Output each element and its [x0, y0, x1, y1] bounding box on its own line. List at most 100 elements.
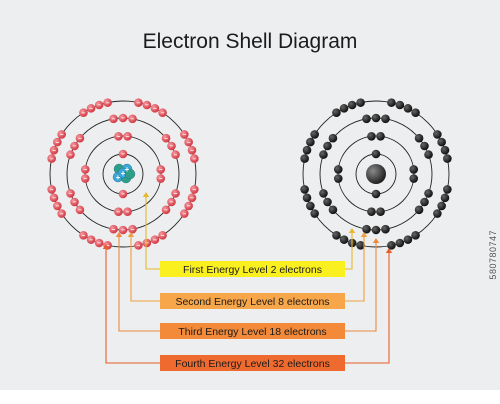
electron	[411, 231, 420, 240]
connector-left-4	[102, 244, 160, 364]
electron	[53, 201, 62, 211]
electron	[75, 133, 85, 143]
electron	[161, 205, 171, 215]
svg-text:−: −	[174, 152, 178, 159]
electron	[150, 104, 160, 113]
electron	[440, 193, 450, 203]
electron	[347, 100, 357, 110]
electron	[387, 98, 396, 107]
svg-text:−: −	[159, 176, 163, 183]
electron	[362, 114, 371, 124]
svg-text:−: −	[78, 207, 82, 214]
svg-text:−: −	[97, 240, 101, 247]
svg-text:−: −	[82, 110, 86, 117]
svg-text:−: −	[83, 176, 87, 183]
electron	[150, 235, 160, 244]
svg-text:−: −	[97, 102, 101, 109]
electron	[156, 174, 166, 183]
svg-text:−: −	[60, 211, 64, 218]
left-atom-model: +++−−−−−−−−−−−−−−−−−−−−−−−−−−−−−−−−−−−−−…	[47, 98, 199, 250]
electron	[443, 154, 452, 163]
electron	[86, 104, 96, 113]
electron	[134, 98, 143, 107]
svg-text:−: −	[73, 199, 77, 206]
electron	[158, 231, 167, 240]
electron	[167, 141, 176, 151]
electron	[443, 185, 452, 194]
svg-text:−: −	[170, 143, 174, 150]
nucleus: +++	[112, 163, 136, 184]
electron	[440, 145, 450, 155]
electron	[66, 189, 75, 198]
electron	[134, 241, 143, 250]
electron	[420, 141, 429, 151]
electron	[356, 241, 365, 250]
svg-text:+: +	[116, 173, 121, 182]
svg-text:−: −	[82, 233, 86, 240]
electron	[118, 149, 128, 159]
svg-text:−: −	[159, 167, 163, 174]
right-atom-model	[300, 98, 452, 250]
svg-text:−: −	[117, 209, 121, 216]
electron	[433, 130, 442, 139]
svg-text:−: −	[164, 207, 168, 214]
electron	[128, 224, 137, 234]
electron	[114, 131, 123, 141]
svg-text:−: −	[182, 211, 186, 218]
electron	[128, 114, 137, 124]
electron	[403, 235, 413, 244]
svg-text:+: +	[125, 165, 130, 174]
footer-bar	[0, 390, 500, 404]
electron	[371, 149, 381, 159]
electron	[333, 165, 343, 174]
svg-text:−: −	[52, 195, 56, 202]
electron	[411, 108, 420, 117]
svg-text:−: −	[153, 237, 157, 244]
electron	[323, 141, 332, 151]
electron	[80, 165, 90, 174]
electron	[403, 104, 413, 113]
electron	[371, 113, 381, 123]
electron	[184, 137, 193, 147]
electron	[362, 224, 371, 234]
electron	[94, 238, 104, 248]
electron	[161, 133, 171, 143]
svg-text:−: −	[145, 240, 149, 247]
electron	[47, 154, 56, 163]
electron	[414, 205, 424, 215]
svg-text:−: −	[117, 133, 121, 140]
electron	[356, 98, 365, 107]
electron	[171, 189, 180, 198]
svg-text:−: −	[187, 203, 191, 210]
electron	[339, 104, 349, 113]
electron	[180, 209, 189, 218]
electron	[371, 225, 381, 235]
electron	[319, 150, 328, 159]
electron	[142, 100, 152, 110]
svg-text:−: −	[55, 139, 59, 146]
electron	[123, 207, 132, 217]
electron	[381, 224, 390, 234]
electron	[306, 137, 315, 147]
svg-text:−: −	[182, 132, 186, 139]
electron	[118, 189, 128, 199]
svg-text:−: −	[121, 191, 125, 198]
orbit-shell-2	[337, 135, 415, 213]
electron	[103, 98, 112, 107]
label-text-level-2: Second Energy Level 8 electrons	[175, 296, 329, 308]
electron	[70, 141, 79, 151]
electron	[310, 130, 319, 139]
electron	[190, 154, 199, 163]
svg-text:−: −	[69, 152, 73, 159]
label-connector-arrows	[102, 192, 393, 364]
svg-text:−: −	[121, 151, 125, 158]
electron	[367, 131, 376, 141]
page-title: Electron Shell Diagram	[142, 30, 358, 53]
svg-text:−: −	[69, 191, 73, 198]
electron	[302, 145, 312, 155]
svg-text:−: −	[55, 203, 59, 210]
connector-right-3	[345, 238, 380, 332]
electron	[47, 185, 56, 194]
electron	[49, 145, 59, 155]
